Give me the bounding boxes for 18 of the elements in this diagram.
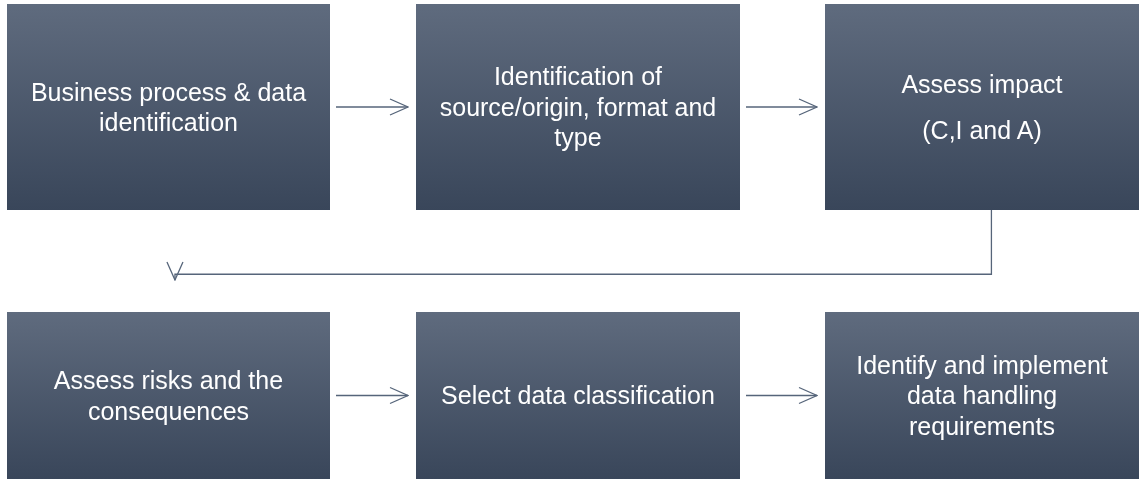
process-box — [7, 4, 330, 210]
box-label: (C,I and A) — [922, 115, 1042, 146]
box-label: Assess risks and the consequences — [52, 365, 285, 426]
box-label: Select data classification — [441, 380, 715, 411]
process-box — [825, 312, 1139, 479]
process-box — [416, 4, 740, 210]
arrow — [166, 209, 993, 281]
arrow — [335, 386, 409, 405]
box-label: Identification of source/origin, format and type — [438, 61, 718, 153]
process-box — [825, 4, 1139, 210]
process-box — [416, 312, 740, 479]
box-label: Business process & data identification — [29, 76, 308, 138]
arrow — [335, 98, 409, 116]
process-box — [7, 312, 330, 479]
box-label: Assess impact — [901, 68, 1063, 99]
arrow — [745, 98, 818, 116]
arrow — [745, 386, 818, 405]
box-label: Identify and implement data handling requirements — [855, 349, 1109, 442]
